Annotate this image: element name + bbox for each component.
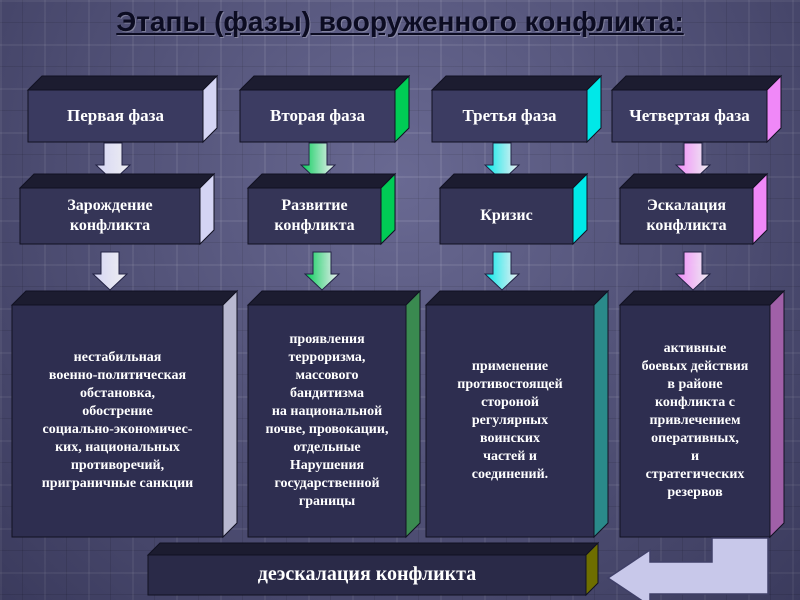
stage-box-4 — [618, 172, 769, 246]
detail-text-1: нестабильная военно-политическая обстано… — [41, 350, 194, 491]
detail-text-2: проявления терроризма, массового бандити… — [265, 332, 389, 509]
detail-text-4: активные боевых действия в районе конфли… — [641, 341, 749, 500]
phase-label-2: Вторая фаза — [270, 106, 365, 126]
phase-box-4 — [610, 74, 783, 144]
phase-label-4: Четвертая фаза — [629, 106, 750, 126]
phase-box-2 — [238, 74, 411, 144]
down-arrow-icon-3a — [483, 142, 521, 182]
detail-text-3: применение противостоящей стороной регул… — [457, 359, 563, 482]
page-title: Этапы (фазы) вооруженного конфликта: — [116, 6, 684, 37]
down-arrow-icon-4b — [674, 251, 712, 291]
detail-box-3 — [424, 289, 610, 539]
phase-box-1 — [26, 74, 219, 144]
detail-box-4 — [618, 289, 786, 539]
stage-box-2 — [246, 172, 397, 246]
phase-box-3 — [430, 74, 603, 144]
stage-label-3: Кризис — [480, 206, 533, 224]
stage-box-3 — [438, 172, 589, 246]
back-arrow-icon — [606, 537, 769, 600]
down-arrow-icon-2b — [303, 251, 341, 291]
stage-label-4: Эскалация конфликта — [646, 196, 727, 234]
deescalation-label: деэскалация конфликта — [257, 563, 477, 586]
stage-box-1 — [18, 172, 216, 246]
detail-box-2 — [246, 289, 422, 539]
phase-label-3: Третья фаза — [462, 106, 557, 126]
phase-label-1: Первая фаза — [67, 106, 164, 126]
stage-label-2: Развитие конфликта — [274, 196, 355, 234]
down-arrow-icon-3b — [483, 251, 521, 291]
deescalation-box — [146, 541, 600, 597]
stage-label-1: Зарождение конфликта — [67, 196, 153, 234]
down-arrow-icon-2a — [299, 142, 337, 182]
down-arrow-icon-1a — [94, 142, 132, 182]
down-arrow-icon-1b — [91, 251, 129, 291]
down-arrow-icon-4a — [674, 142, 712, 182]
detail-box-1 — [10, 289, 239, 539]
